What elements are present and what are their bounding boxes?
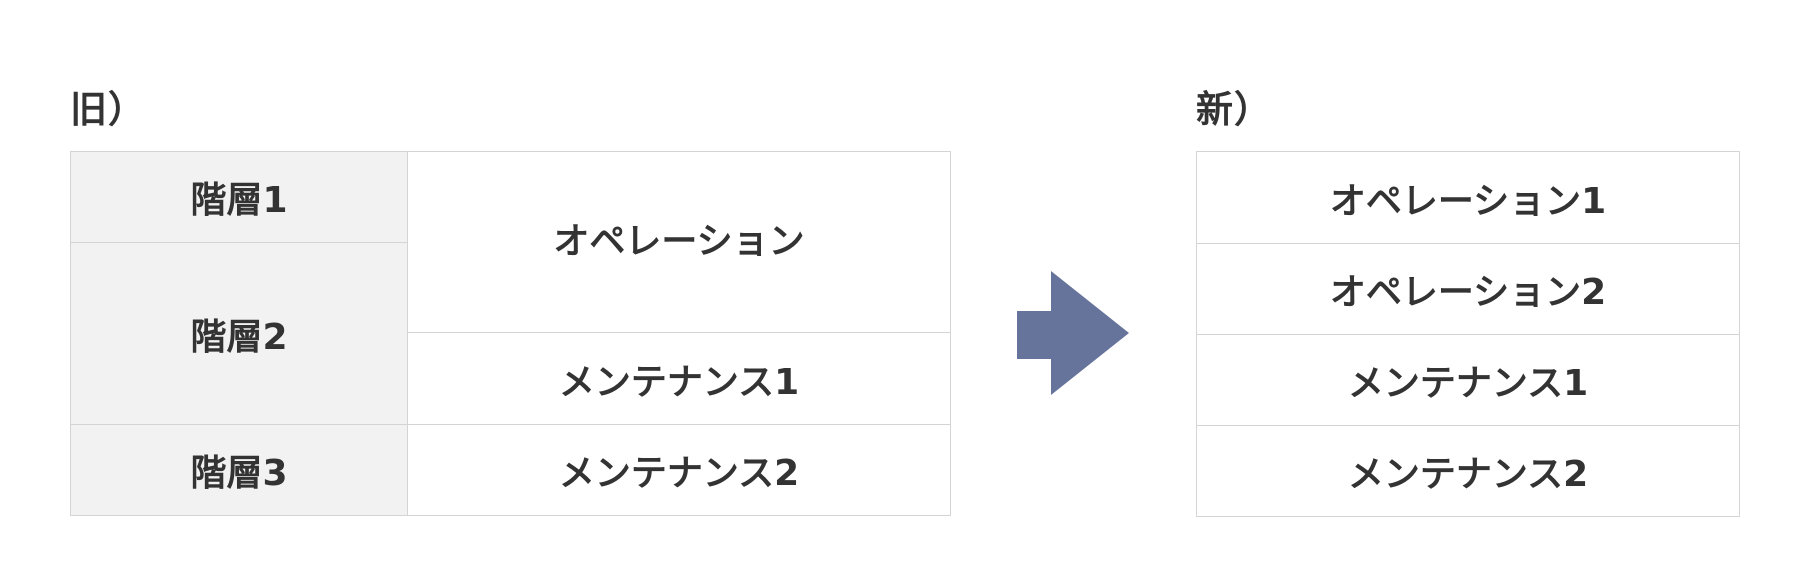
old-structure-heading: 旧）	[70, 88, 146, 131]
old-level-1: 階層1	[70, 151, 408, 243]
right-arrow-icon	[1017, 271, 1129, 395]
new-item-operation-1: オペレーション1	[1196, 151, 1740, 244]
old-item-maintenance-1: メンテナンス1	[407, 332, 951, 425]
new-item-maintenance-1: メンテナンス1	[1196, 334, 1740, 426]
old-level-2: 階層2	[70, 242, 408, 425]
new-structure-heading: 新）	[1196, 88, 1272, 131]
arrow-shape	[1017, 271, 1129, 395]
new-item-operation-2: オペレーション2	[1196, 243, 1740, 335]
old-item-maintenance-2: メンテナンス2	[407, 424, 951, 516]
old-item-operation: オペレーション	[407, 151, 951, 333]
old-level-3: 階層3	[70, 424, 408, 516]
new-item-maintenance-2: メンテナンス2	[1196, 425, 1740, 517]
